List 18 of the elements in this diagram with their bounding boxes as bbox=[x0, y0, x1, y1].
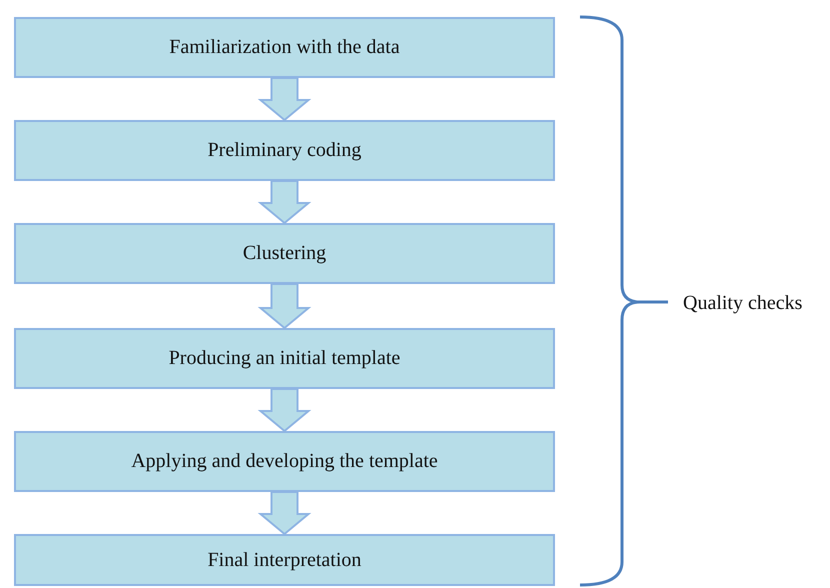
step-label: Applying and developing the template bbox=[131, 450, 438, 473]
block-arrow bbox=[258, 77, 312, 122]
process-box bbox=[14, 223, 555, 284]
process-box bbox=[14, 120, 555, 181]
process-box bbox=[14, 431, 555, 492]
step-label: Final interpretation bbox=[208, 548, 362, 572]
process-box bbox=[14, 534, 555, 586]
block-arrow bbox=[258, 283, 312, 330]
step-label: Clustering bbox=[242, 242, 326, 265]
block-arrow bbox=[258, 388, 312, 432]
process-box bbox=[14, 328, 555, 389]
block-arrow bbox=[258, 491, 312, 536]
step-label: Producing an initial template bbox=[168, 347, 400, 370]
process-box bbox=[14, 17, 555, 78]
step-label: Familiarization with the data bbox=[169, 36, 400, 59]
block-arrow bbox=[258, 180, 312, 224]
bracket-label: Quality checks bbox=[683, 292, 802, 315]
step-label: Preliminary coding bbox=[208, 139, 362, 162]
